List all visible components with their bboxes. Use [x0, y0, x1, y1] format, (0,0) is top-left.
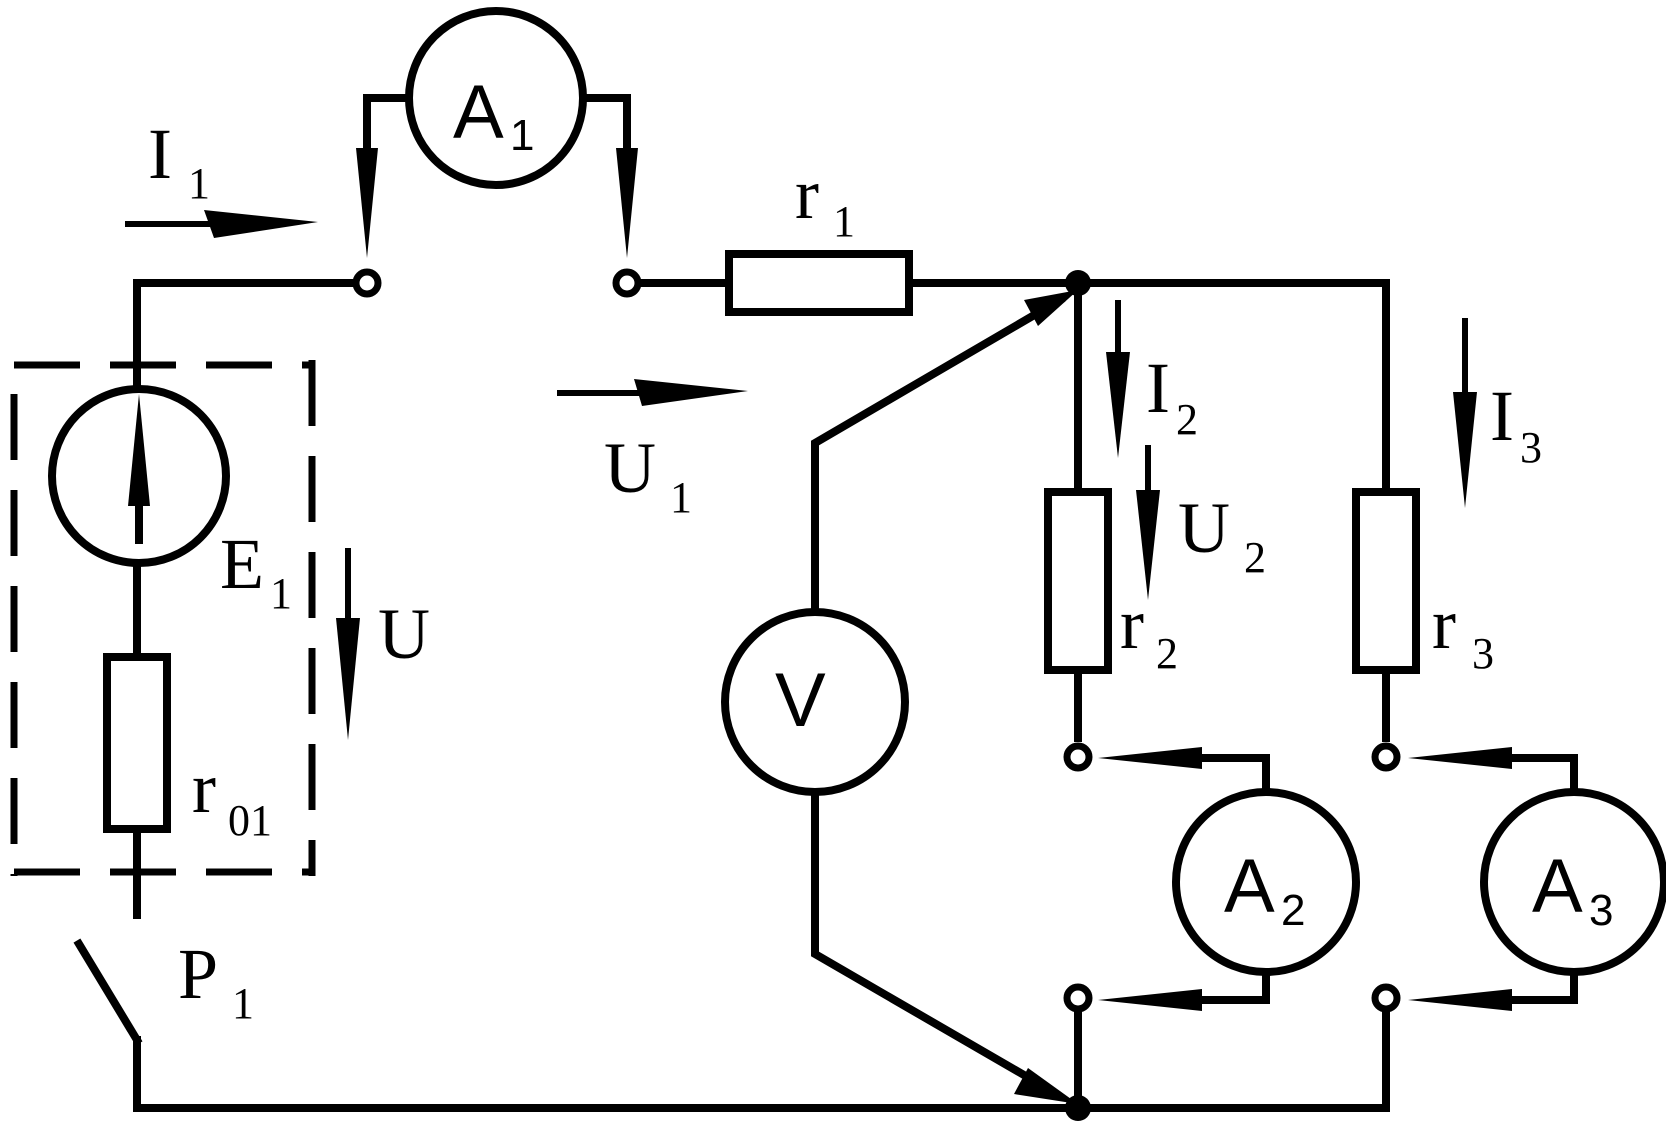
voltmeter-lead-top — [811, 294, 1066, 616]
arrowhead — [356, 148, 378, 258]
ammeter-a3-leads — [1408, 747, 1578, 1011]
label-u: U — [378, 594, 430, 674]
voltmeter — [721, 608, 909, 796]
terminal — [352, 268, 382, 298]
ammeter-a3 — [1480, 788, 1666, 976]
label-u2-sub: 2 — [1244, 533, 1266, 582]
a3-lead-bottom — [1506, 968, 1578, 1004]
ammeter-a2 — [1172, 788, 1360, 976]
label-i3: I — [1490, 376, 1514, 456]
label-i2: I — [1146, 348, 1170, 428]
bottom-wire — [133, 1006, 1390, 1112]
label-r2: r — [1120, 584, 1144, 664]
top-right-wire — [1074, 279, 1390, 496]
label-e1: E — [220, 524, 264, 604]
label-r1-sub: 1 — [833, 197, 855, 246]
terminal — [1063, 742, 1093, 772]
resistor-r1 — [725, 250, 913, 316]
resistor-r2 — [1044, 488, 1112, 674]
arrowhead — [1014, 1068, 1078, 1104]
junction-node-top — [1065, 270, 1091, 296]
label-p1-sub: 1 — [232, 979, 254, 1028]
switch-p1-blade — [73, 938, 143, 1046]
arrowhead — [1098, 989, 1202, 1011]
a3-lead-top — [1506, 754, 1578, 796]
direction-arrows — [125, 210, 1477, 740]
a2-lead-bottom — [1196, 968, 1270, 1004]
label-r1: r — [795, 154, 819, 234]
ammeter-a2-leads — [1098, 747, 1270, 1011]
labels: I 1 U 1 r 1 I 2 U 2 r 2 I 3 r 3 E 1 U r … — [148, 114, 1542, 1028]
label-a3-sub: 3 — [1589, 886, 1613, 935]
label-r2-sub: 2 — [1156, 629, 1178, 678]
label-r3: r — [1432, 584, 1456, 664]
label-i1-sub: 1 — [188, 159, 210, 208]
label-i1: I — [148, 114, 172, 194]
label-i3-sub: 3 — [1520, 423, 1542, 472]
terminal — [1371, 983, 1401, 1013]
label-a1-sub: 1 — [510, 111, 534, 160]
arrowhead — [1098, 747, 1202, 769]
source-dashed-frame — [10, 360, 316, 876]
resistor-r01 — [103, 653, 171, 833]
label-r3-sub: 3 — [1472, 629, 1494, 678]
arrowhead — [1408, 747, 1512, 769]
terminal — [612, 268, 642, 298]
junction-node-bottom — [1065, 1095, 1091, 1121]
label-a3: A — [1532, 844, 1583, 929]
label-r01-sub: 01 — [228, 796, 272, 845]
voltmeter-lead-bottom — [811, 789, 1061, 1099]
arrowhead — [128, 394, 150, 506]
arrowhead — [1408, 989, 1512, 1011]
resistor-r3 — [1352, 488, 1420, 674]
label-u1: U — [604, 428, 656, 508]
ammeter-a1 — [405, 7, 587, 189]
terminal — [1371, 742, 1401, 772]
label-u2: U — [1178, 488, 1230, 568]
label-r01: r — [192, 748, 216, 828]
meter-labels: A 1 V A 2 A 3 — [453, 70, 1613, 935]
arrowhead — [1024, 290, 1078, 326]
a2-lead-top — [1196, 754, 1270, 796]
label-a1: A — [453, 70, 504, 155]
ammeter-a1-leads — [356, 94, 638, 258]
a1-lead-right — [579, 94, 631, 154]
voltmeter-leads — [811, 290, 1078, 1104]
label-i2-sub: 2 — [1176, 395, 1198, 444]
a1-lead-left — [363, 94, 413, 154]
label-a2: A — [1224, 844, 1275, 929]
terminal — [1063, 983, 1093, 1013]
label-v: V — [775, 658, 826, 743]
label-e1-sub: 1 — [270, 569, 292, 618]
label-p1: P — [178, 934, 218, 1014]
arrowhead — [616, 148, 638, 258]
label-u1-sub: 1 — [670, 473, 692, 522]
label-a2-sub: 2 — [1281, 886, 1305, 935]
